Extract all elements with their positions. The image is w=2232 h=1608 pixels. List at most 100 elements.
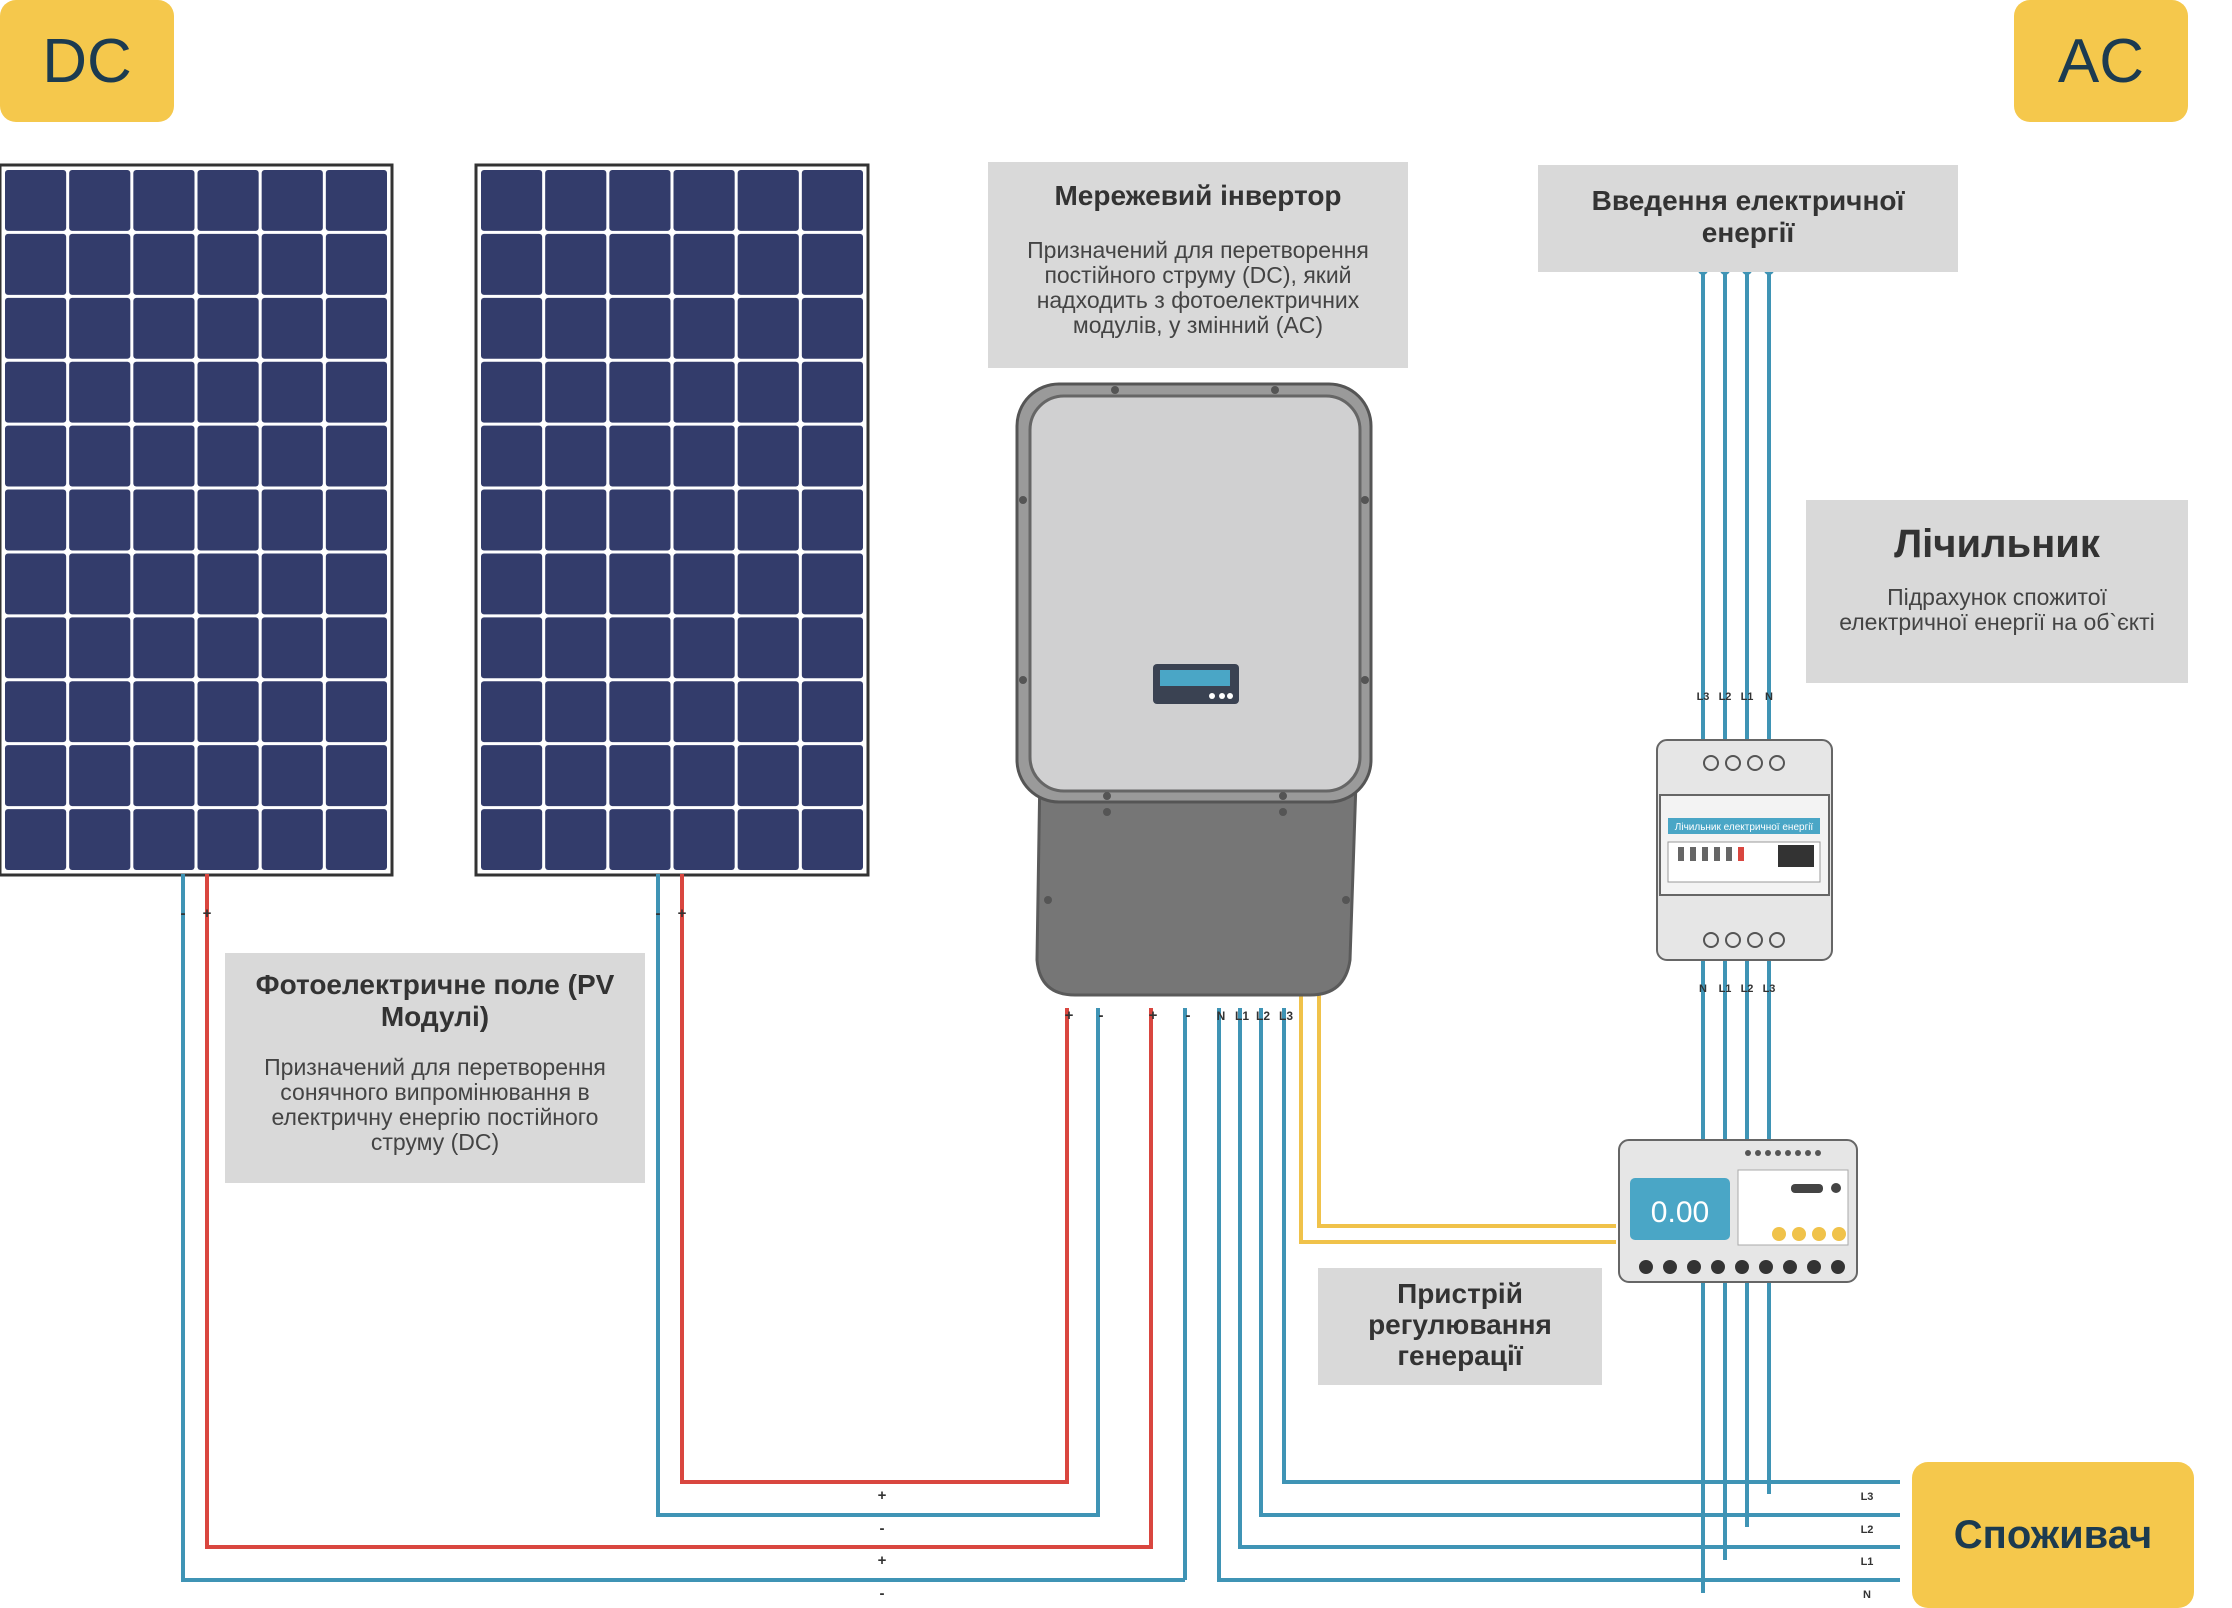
panel-cell [801, 361, 863, 423]
panel-cell [197, 297, 259, 359]
bus-minus-2: - [880, 1585, 885, 1602]
panel-cell [737, 681, 799, 743]
inv-plus-1: + [1065, 1007, 1074, 1024]
panel-cell [5, 233, 67, 295]
panel1-plus-label: + [203, 905, 212, 922]
panel-cell [325, 745, 387, 807]
panel-cell [133, 170, 195, 231]
generation-regulator [1618, 1139, 1858, 1283]
panel-cell [545, 745, 607, 807]
panel-cell [5, 297, 67, 359]
panel-cell [481, 233, 543, 295]
panel-cell [737, 745, 799, 807]
panel-cell [5, 489, 67, 551]
consumer-n: N [1863, 1589, 1871, 1601]
panel-cell [197, 489, 259, 551]
panel-cell [261, 361, 323, 423]
panel-cell [197, 553, 259, 615]
panel-cell [737, 553, 799, 615]
panel-cell [481, 681, 543, 743]
panel-cell [133, 297, 195, 359]
inverter [1015, 382, 1373, 997]
grid-input-title: Введення електричної енергії [1591, 185, 1905, 248]
panel-cell [545, 617, 607, 679]
panel-cell [609, 617, 671, 679]
panel-cell [545, 297, 607, 359]
panel-cell [133, 681, 195, 743]
meter-desc: Підрахунок спожитої електричної енергії … [1839, 584, 2155, 635]
panel-cell [325, 297, 387, 359]
panel-cell [545, 489, 607, 551]
panel-cell [133, 553, 195, 615]
panel-cell [5, 617, 67, 679]
regulator-title: Пристрій регулювання генерації [1368, 1278, 1552, 1371]
inv-l3: L3 [1279, 1009, 1293, 1023]
consumer-tag: Споживач [1912, 1462, 2194, 1608]
panel-cell [197, 361, 259, 423]
panel-cell [133, 489, 195, 551]
meter-top-l3: L3 [1697, 691, 1710, 703]
panel-cell [801, 233, 863, 295]
meter-title: Лічильник [1894, 522, 2100, 566]
panel-cell [69, 553, 131, 615]
panel-cell [801, 297, 863, 359]
panel-cell [609, 425, 671, 487]
panel-cell [481, 297, 543, 359]
wire-inverter-n [1217, 1008, 1900, 1582]
inv-minus-2: - [1186, 1007, 1191, 1024]
regulator-display: 0.00 [1651, 1196, 1709, 1229]
panel-cell [133, 425, 195, 487]
wire-inverter-l2 [1259, 1008, 1900, 1517]
panel-cell [133, 809, 195, 870]
panel-cell [5, 170, 67, 231]
panel-cell [197, 233, 259, 295]
panel-cell [481, 553, 543, 615]
panel-cell [325, 233, 387, 295]
meter-device-label: Лічильник електричної енергії [1675, 822, 1814, 833]
panel-cell [325, 425, 387, 487]
panel-cell [609, 170, 671, 231]
panel-cell [545, 233, 607, 295]
bus-plus-2: + [878, 1552, 887, 1569]
panel-cell [801, 425, 863, 487]
panel-cell [261, 233, 323, 295]
panel-cell [545, 553, 607, 615]
panel-cell [325, 553, 387, 615]
panel-cell [261, 489, 323, 551]
inv-n: N [1217, 1009, 1226, 1023]
panel-cell [609, 809, 671, 870]
inverter-title: Мережевий інвертор [1054, 180, 1342, 211]
inverter-info-box: Мережевий інвертор Призначений для перет… [988, 162, 1408, 368]
panel-cell [261, 745, 323, 807]
wire-inverter-l3 [1282, 1008, 1900, 1484]
inverter-desc: Призначений для перетворення постійного … [1027, 237, 1369, 338]
dc-tag: DC [0, 0, 174, 122]
panel-cell [673, 681, 735, 743]
panel-cell [261, 553, 323, 615]
meter-top-l2: L2 [1719, 691, 1732, 703]
panel-cell [325, 809, 387, 870]
panel-cell [5, 425, 67, 487]
panel-cell [609, 553, 671, 615]
panel-cell [5, 809, 67, 870]
panel-cell [737, 233, 799, 295]
panel-cell [197, 809, 259, 870]
panel-cell [325, 489, 387, 551]
panel-cell [609, 681, 671, 743]
panel-cell [69, 681, 131, 743]
panel-cell [609, 489, 671, 551]
panel-cell [673, 617, 735, 679]
panel-cell [133, 361, 195, 423]
panel-cell [69, 233, 131, 295]
panel-cell [737, 489, 799, 551]
panel-cell [545, 361, 607, 423]
panel-cell [673, 553, 735, 615]
panel-cell [325, 361, 387, 423]
panel-cell [801, 489, 863, 551]
wire-control-2 [1317, 990, 1616, 1228]
panel-cell [545, 425, 607, 487]
panel-cell [481, 745, 543, 807]
panel-cell [673, 745, 735, 807]
panel-cell [673, 170, 735, 231]
